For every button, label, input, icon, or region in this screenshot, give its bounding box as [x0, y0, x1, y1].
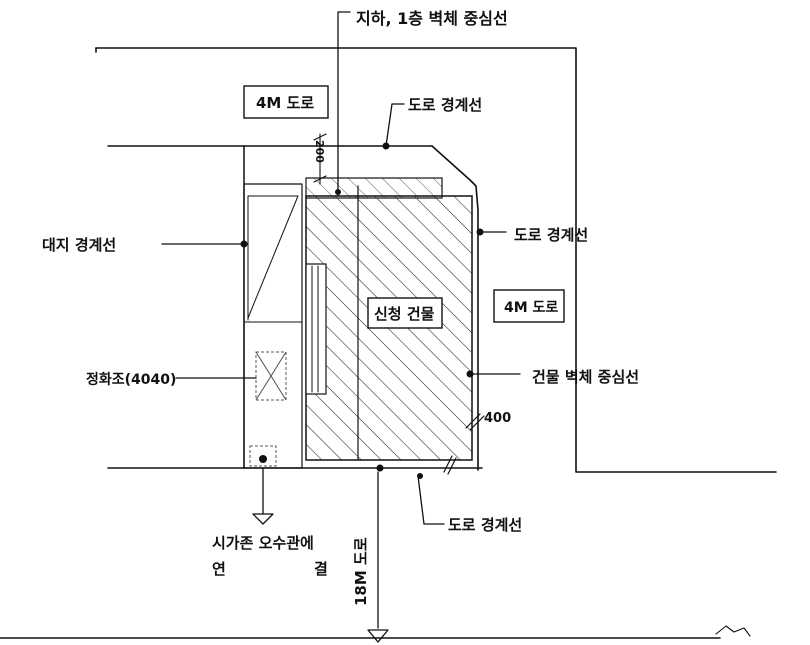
- label-wall-center-basement: 지하, 1층 벽체 중심선: [356, 9, 508, 28]
- septic-tank-symbol: [249, 351, 287, 467]
- road-4m-right-box: [493, 289, 565, 323]
- label-dim-400: 400: [484, 411, 511, 426]
- label-building-wall-center: 건물 벽체 중심선: [532, 368, 639, 386]
- label-septic-tank: 정화조(4040): [86, 371, 176, 388]
- lot-boundary: [243, 145, 303, 469]
- label-sewer-connect-b: 결: [314, 560, 328, 578]
- label-road-boundary-bottom: 도로 경계선: [448, 516, 522, 534]
- label-road-boundary-right: 도로 경계선: [514, 226, 588, 244]
- label-sewer-connect-a: 연: [212, 560, 226, 578]
- label-lot-boundary: 대지 경계선: [42, 236, 116, 254]
- label-road-18m: 18M 도로: [352, 537, 370, 606]
- label-sewer-line1: 시가존 오수관에: [212, 534, 314, 552]
- label-road-4m-top: 4M 도로: [256, 94, 314, 112]
- label-road-boundary-top: 도로 경계선: [408, 96, 482, 114]
- label-road-4m-right: 4M 도로: [504, 300, 558, 316]
- leader-lines: [161, 11, 751, 643]
- label-new-building: 신청 건물: [374, 305, 435, 323]
- label-dim-200: 200: [313, 140, 326, 163]
- new-building-box: [367, 297, 443, 329]
- road-4m-top-box: [243, 85, 329, 119]
